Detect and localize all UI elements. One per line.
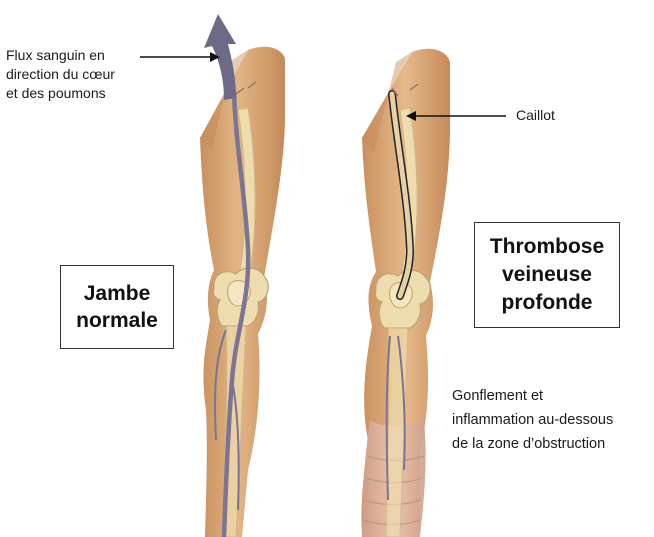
normal-leg-box: Jambe normale xyxy=(60,265,174,349)
dvt-box: Thrombose veineuse profonde xyxy=(474,222,620,328)
blood-flow-line-3: et des poumons xyxy=(6,84,115,103)
dvt-box-line-1: Thrombose xyxy=(475,233,619,261)
blood-flow-line-1: Flux sanguin en xyxy=(6,46,115,65)
leader-lines xyxy=(140,52,506,121)
normal-leg xyxy=(200,47,285,537)
clot-label: Caillot xyxy=(516,106,555,125)
swelling-line-2: inflammation au-dessous xyxy=(452,408,613,432)
dvt-box-line-3: profonde xyxy=(475,289,619,317)
swelling-label: Gonflement et inflammation au-dessous de… xyxy=(452,384,613,456)
normal-leg-box-line-2: normale xyxy=(61,307,173,334)
blood-flow-line-2: direction du cœur xyxy=(6,65,115,84)
clot-label-text: Caillot xyxy=(516,106,555,125)
normal-leg-box-line-1: Jambe xyxy=(61,280,173,307)
dvt-leg xyxy=(361,49,450,537)
blood-flow-label: Flux sanguin en direction du cœur et des… xyxy=(6,46,115,103)
dvt-box-line-2: veineuse xyxy=(475,261,619,289)
swelling-line-3: de la zone d’obstruction xyxy=(452,432,613,456)
swelling-line-1: Gonflement et xyxy=(452,384,613,408)
